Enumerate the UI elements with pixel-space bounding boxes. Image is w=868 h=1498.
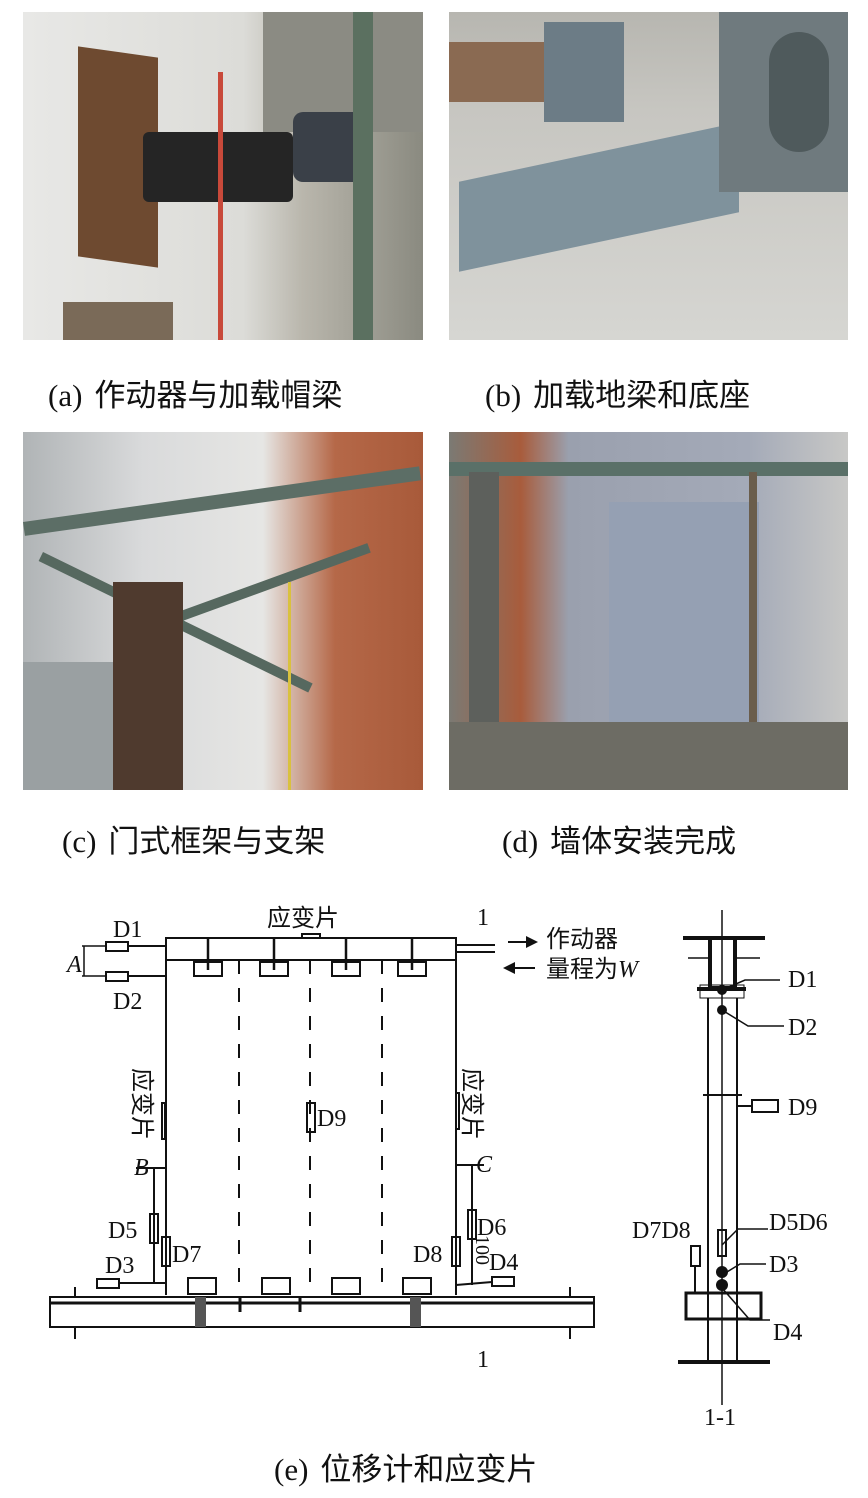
photo-loading-ground-beam-and-base [449, 12, 848, 340]
label-range: 量程为W [546, 956, 640, 983]
dimension-100: 100 [471, 1235, 493, 1265]
caption-b: (b)加载地梁和底座 [485, 378, 751, 414]
section-label: 1-1 [704, 1405, 736, 1431]
caption-c: (c)门式框架与支架 [62, 824, 326, 860]
point-b: B [134, 1155, 149, 1181]
section-sensor-d2: D2 [788, 1015, 817, 1041]
caption-a: (a)作动器与加载帽梁 [48, 378, 343, 414]
photo-wall-installation-complete [449, 432, 848, 790]
sensor-d4: D4 [489, 1250, 518, 1276]
label-actuator: 作动器 [546, 926, 618, 953]
label-strain-gauge-left: 应变片 [128, 1068, 155, 1140]
point-a: A [65, 952, 82, 978]
sensor-d3: D3 [105, 1253, 134, 1279]
label-strain-gauge-right: 应变片 [458, 1068, 485, 1140]
section-mark-bottom: 1 [477, 1347, 489, 1373]
section-sensor-d4: D4 [773, 1320, 802, 1346]
section-sensor-d5d6: D5D6 [769, 1210, 828, 1236]
sensor-d6: D6 [477, 1215, 506, 1241]
sensor-d5: D5 [108, 1218, 137, 1244]
instrumentation-diagram: 应变片 1 1 作动器 量程为W A B C D1 D2 D3 D4 D5 D6… [49, 905, 828, 1431]
photo-portal-frame-and-bracing [23, 432, 423, 790]
photo-actuator-and-loading-cap-beam [23, 12, 423, 340]
point-c: C [476, 1152, 493, 1178]
sensor-d7: D7 [172, 1242, 201, 1268]
section-mark-top: 1 [477, 905, 489, 931]
sensor-d2: D2 [113, 989, 142, 1015]
section-sensor-d3: D3 [769, 1252, 798, 1278]
section-sensor-d1: D1 [788, 967, 817, 993]
sensor-d8: D8 [413, 1242, 442, 1268]
sensor-d1: D1 [113, 917, 142, 943]
section-sensor-d7d8: D7D8 [632, 1218, 691, 1244]
caption-e: (e)位移计和应变片 [274, 1452, 538, 1488]
label-strain-gauge-top: 应变片 [267, 905, 339, 932]
sensor-d9: D9 [317, 1106, 346, 1132]
section-sensor-d9: D9 [788, 1095, 817, 1121]
caption-d: (d)墙体安装完成 [502, 824, 737, 860]
